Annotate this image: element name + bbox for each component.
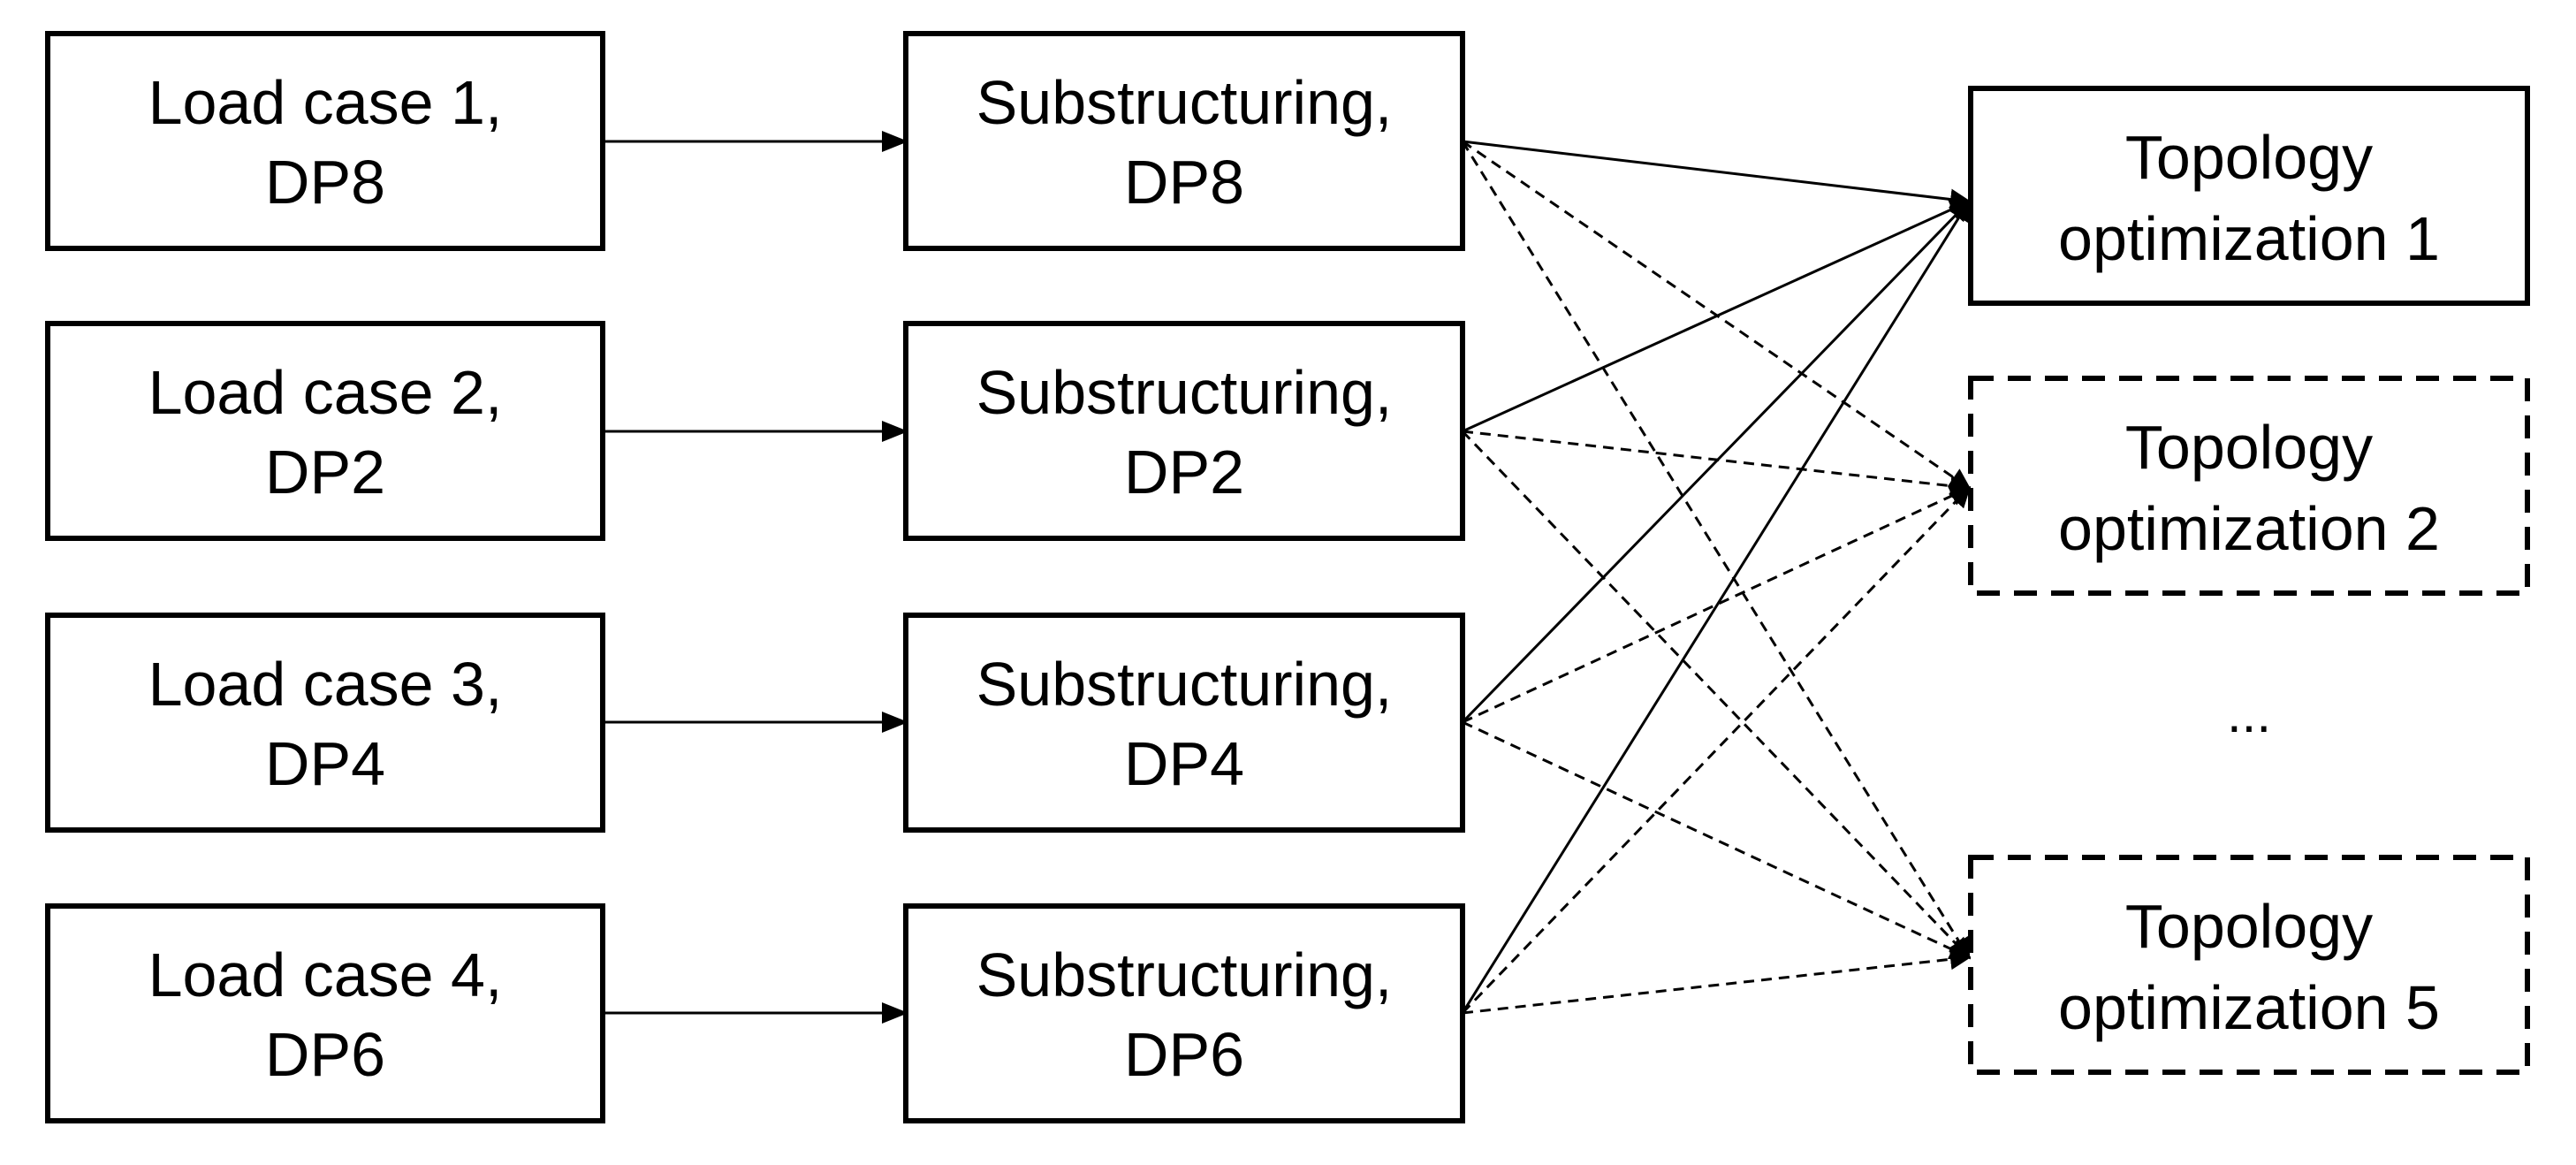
topology-optimization-node: Topology optimization 1 — [1968, 86, 2530, 306]
topology-label-line1: Topology — [2125, 123, 2373, 192]
substructuring-label-line2: DP6 — [1124, 1020, 1244, 1089]
connection-arrow — [1461, 141, 1971, 960]
connection-arrow — [1461, 199, 1971, 1014]
load-case-node: Load case 2, DP2 — [45, 321, 605, 541]
connection-arrow — [1461, 430, 1972, 960]
topology-optimization-node: Topology optimization 2 — [1968, 376, 2530, 596]
connection-arrow — [1462, 720, 1972, 960]
load-case-label-line2: DP2 — [265, 438, 385, 506]
substructuring-label-line1: Substructuring, — [976, 650, 1393, 719]
substructuring-label-line2: DP8 — [1124, 148, 1244, 217]
load-case-box — [45, 613, 605, 833]
connection-arrow — [1462, 485, 1972, 724]
substructuring-label-line1: Substructuring, — [976, 358, 1393, 427]
topology-optimization-box — [1968, 376, 2530, 596]
connection-arrow — [1462, 948, 1972, 1015]
topology-optimization-node: Topology optimization 5 — [1968, 855, 2530, 1075]
substructuring-label-line1: Substructuring, — [976, 68, 1393, 137]
connection-edges — [603, 131, 1972, 1024]
load-case-box — [45, 31, 605, 251]
connection-arrow — [1462, 430, 1972, 497]
substructuring-box — [903, 613, 1465, 833]
connection-arrow — [1461, 485, 1972, 1015]
substructuring-box — [903, 31, 1465, 251]
load-case-label-line1: Load case 2, — [148, 358, 503, 427]
topology-optimization-box — [1968, 86, 2530, 306]
connection-arrow — [1462, 140, 1972, 210]
load-case-node: Load case 3, DP4 — [45, 613, 605, 833]
topology-label-line1: Topology — [2125, 892, 2373, 961]
load-case-node: Load case 4, DP6 — [45, 903, 605, 1123]
topology-label-line2: optimization 1 — [2058, 204, 2440, 273]
substructuring-node: Substructuring, DP4 — [903, 613, 1465, 833]
load-case-label-line1: Load case 3, — [148, 650, 503, 719]
substructuring-label-line2: DP4 — [1124, 729, 1244, 798]
load-case-box — [45, 903, 605, 1123]
connection-arrow — [1461, 199, 1972, 724]
substructuring-box — [903, 903, 1465, 1123]
load-case-node: Load case 1, DP8 — [45, 31, 605, 251]
substructuring-node: Substructuring, DP8 — [903, 31, 1465, 251]
load-case-box — [45, 321, 605, 541]
load-case-label-line1: Load case 4, — [148, 940, 503, 1009]
substructuring-box — [903, 321, 1465, 541]
substructuring-label-line2: DP2 — [1124, 438, 1244, 506]
substructuring-node: Substructuring, DP6 — [903, 903, 1465, 1123]
topology-label-line1: Topology — [2125, 413, 2373, 482]
substructuring-label-line1: Substructuring, — [976, 940, 1393, 1009]
topology-optimization-box — [1968, 855, 2530, 1075]
load-case-label-line2: DP4 — [265, 729, 385, 798]
load-case-label-line2: DP8 — [265, 148, 385, 217]
connection-arrow — [1462, 140, 1972, 490]
load-case-label-line2: DP6 — [265, 1020, 385, 1089]
load-case-label-line1: Load case 1, — [148, 68, 503, 137]
connection-arrow — [1462, 199, 1972, 433]
topology-label-line2: optimization 5 — [2058, 973, 2440, 1042]
topology-label-line2: optimization 2 — [2058, 494, 2440, 563]
substructuring-node: Substructuring, DP2 — [903, 321, 1465, 541]
ellipsis-text: ... — [2227, 684, 2271, 743]
